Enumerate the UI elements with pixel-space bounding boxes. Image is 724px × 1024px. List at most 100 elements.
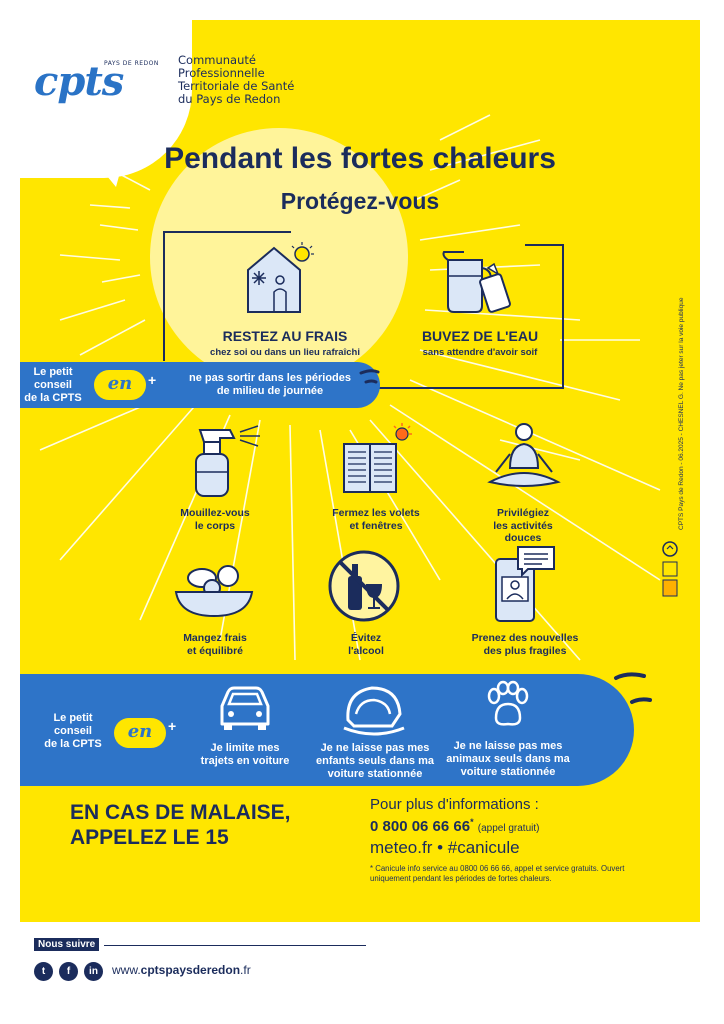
org-line: du Pays de Redon	[178, 92, 281, 106]
frame-left	[163, 231, 165, 361]
website-link[interactable]: www.cptspaysderedon.fr	[112, 963, 251, 977]
advice-label-2: Le petit conseil de la CPTS	[40, 712, 106, 751]
advice-text-line: de milieu de journée	[216, 385, 324, 397]
advice-text-line: voiture stationnée	[327, 768, 423, 780]
advice-text-line: voiture stationnée	[460, 766, 556, 778]
tip-label-activities: Privilégiez les activités douces	[468, 507, 578, 545]
side-credits-text: CPTS Pays de Redon - 06.2025 - CHESNEL G…	[678, 297, 685, 530]
advice-label-line: de la CPTS	[24, 392, 82, 404]
advice-text-line: Je ne laisse pas mes	[320, 742, 430, 754]
action-subtitle-water: sans attendre d'avoir soif	[422, 347, 538, 358]
emergency-line: APPELEZ LE 15	[70, 826, 229, 849]
frame-right	[562, 244, 564, 388]
twitter-icon[interactable]: t	[34, 962, 53, 981]
org-line: Communauté	[178, 53, 256, 67]
action-title-water: BUVEZ DE L'EAU	[421, 328, 539, 344]
tip-line: les activités	[493, 519, 553, 532]
tip-line: Mouillez-vous	[180, 507, 250, 519]
tip-line: Fermez les volets	[332, 507, 420, 519]
tip-line: des plus fragiles	[483, 644, 567, 657]
brush-stroke-decoration	[359, 369, 380, 384]
spray-bottle-icon	[195, 425, 260, 497]
follow-divider	[104, 945, 366, 946]
tip-label-alcohol: Évitez l'alcool	[316, 632, 416, 657]
advice-animals-label: Je ne laisse pas mes animaux seuls dans …	[438, 740, 578, 779]
page-title: Pendant les fortes chaleurs	[164, 142, 556, 175]
phone-free-note: (appel gratuit)	[477, 823, 540, 834]
tip-line: Mangez frais	[183, 632, 247, 644]
website-domain: cptspaysderedon	[140, 963, 241, 977]
advice-label-1: Le petit conseil de la CPTS	[20, 366, 86, 405]
org-line: Territoriale de Santé	[178, 79, 295, 93]
frame-top-right	[525, 244, 563, 246]
advice-children-label: Je ne laisse pas mes enfants seuls dans …	[310, 742, 440, 781]
phone-number[interactable]: 0 800 06 66 66	[370, 818, 471, 835]
phone-message-icon	[495, 546, 555, 622]
logo-speech-tail	[98, 165, 122, 187]
meditation-person-icon	[487, 423, 561, 487]
emergency-line: EN CAS DE MALAISE,	[70, 801, 291, 824]
shutters-sun-icon	[343, 423, 412, 493]
org-line: Professionnelle	[178, 66, 265, 80]
baby-seat-icon	[343, 686, 405, 736]
info-phone: 0 800 06 66 66* (appel gratuit)	[370, 817, 539, 835]
action-title-cool: RESTEZ AU FRAIS	[222, 328, 348, 344]
plus-sign: +	[168, 718, 177, 734]
advice-text-line: Je limite mes	[210, 742, 280, 754]
phone-mark: *	[470, 817, 474, 827]
advice-label-line: Le petit	[53, 712, 93, 724]
website-suffix: .fr	[240, 963, 251, 977]
tip-line: le corps	[194, 519, 236, 532]
recycle-icon	[662, 541, 678, 597]
linkedin-icon[interactable]: in	[84, 962, 103, 981]
advice-text-line: Je ne laisse pas mes	[453, 740, 563, 752]
tip-line: Privilégiez	[497, 507, 549, 519]
tip-label-shutters: Fermez les volets et fenêtres	[316, 507, 436, 532]
advice-label-line: conseil	[54, 725, 92, 737]
en-plus-badge: en	[94, 370, 146, 400]
tip-line: et fenêtres	[349, 519, 403, 532]
no-alcohol-icon	[328, 550, 400, 622]
tip-line: et équilibré	[186, 644, 243, 657]
advice-text-1: ne pas sortir dans les périodes de milie…	[170, 372, 370, 398]
food-bowl-icon	[174, 565, 254, 618]
website-prefix: www.	[112, 963, 141, 977]
emergency-message: EN CAS DE MALAISE, APPELEZ LE 15	[70, 800, 291, 850]
cpts-logo: cpts	[34, 58, 124, 105]
tip-label-wet: Mouillez-vous le corps	[160, 507, 270, 532]
action-subtitle-cool: chez soi ou dans un lieu rafraîchi	[210, 347, 360, 358]
tip-label-food: Mangez frais et équilibré	[160, 632, 270, 657]
frame-bottom	[378, 387, 564, 389]
organization-name: Communauté Professionnelle Territoriale …	[178, 54, 294, 106]
plus-sign: +	[148, 372, 157, 388]
advice-text-line: animaux seuls dans ma	[446, 753, 570, 765]
advice-text-line: enfants seuls dans ma	[316, 755, 434, 767]
tip-line: l'alcool	[348, 644, 384, 657]
logo-background	[20, 20, 192, 178]
house-thermometer-icon	[247, 242, 314, 313]
advice-text-line: ne pas sortir dans les périodes	[188, 372, 351, 384]
advice-label-line: Le petit	[33, 366, 73, 378]
advice-car-label: Je limite mes trajets en voiture	[180, 742, 310, 768]
brush-stroke-decoration	[614, 672, 652, 704]
tip-line: Évitez	[350, 632, 382, 644]
paw-icon	[487, 680, 529, 726]
page-subtitle: Protégez-vous	[280, 188, 440, 214]
follow-label: Nous suivre	[34, 938, 100, 951]
tip-line: douces	[504, 532, 542, 544]
advice-text-line: trajets en voiture	[200, 755, 290, 767]
facebook-icon[interactable]: f	[59, 962, 78, 981]
frame-top-left	[163, 231, 291, 233]
advice-label-line: conseil	[34, 379, 72, 391]
poster: cpts PAYS DE REDON Communauté Profession…	[20, 20, 700, 922]
advice-band-1	[20, 362, 380, 408]
info-title: Pour plus d'informations :	[370, 796, 539, 813]
logo-tagline: PAYS DE REDON	[104, 60, 159, 67]
car-icon	[220, 686, 270, 730]
water-pitcher-glass-icon	[442, 251, 511, 313]
advice-label-line: de la CPTS	[44, 738, 102, 750]
tip-line: Prenez des nouvelles	[471, 632, 579, 644]
info-website[interactable]: meteo.fr • #canicule	[370, 838, 520, 857]
info-footnote: * Canicule info service au 0800 06 66 66…	[370, 864, 625, 883]
en-plus-badge: en	[114, 718, 166, 748]
